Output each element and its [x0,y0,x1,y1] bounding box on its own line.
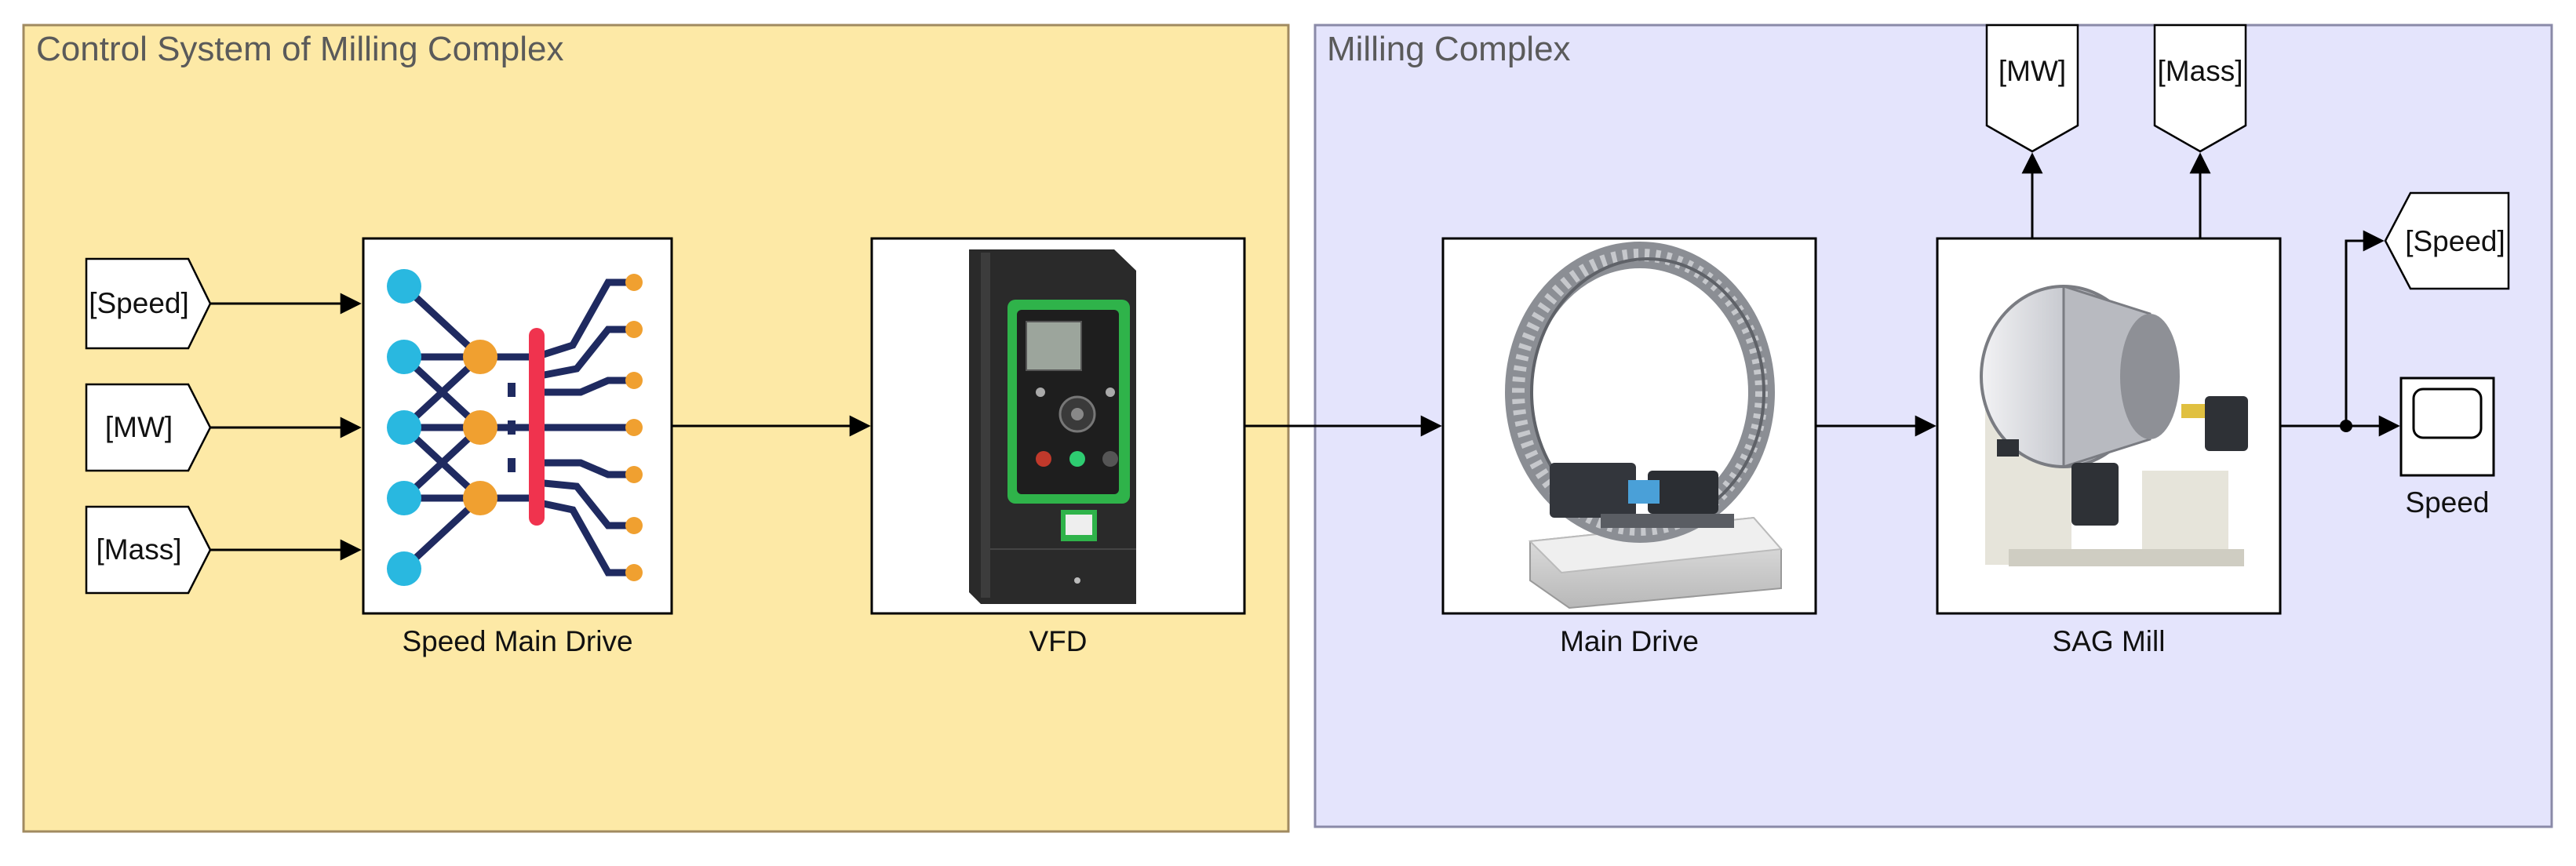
speed-main-drive-label: Speed Main Drive [402,625,633,657]
from-tag-mw-label: [MW] [104,411,173,443]
branch-junction [2340,420,2352,432]
goto-tag-mw-label: [MW] [1998,55,2067,87]
vfd-drive-icon [969,249,1136,604]
sag-mill-block[interactable] [1936,237,2282,615]
vfd-block[interactable] [870,237,1246,615]
control-system-area-title: Control System of Milling Complex [36,30,564,68]
from-tag-speed-label: [Speed] [89,287,189,319]
speed-main-drive-block[interactable] [362,237,673,615]
speed-scope-label: Speed [2405,486,2490,519]
goto-tag-speed-label: [Speed] [2405,225,2505,257]
scope-screen-icon [2412,388,2483,439]
goto-tag-mass[interactable] [2153,24,2247,153]
goto-tag-mw[interactable] [1985,24,2079,153]
speed-scope-block[interactable] [2399,377,2495,477]
nn-hidden-nodes [463,274,643,581]
nn-input-nodes [387,269,421,586]
main-drive-block[interactable] [1441,237,1817,615]
main-drive-icon [1505,242,1784,609]
from-tag-mass-label: [Mass] [96,533,182,566]
main-drive-label: Main Drive [1560,625,1699,657]
goto-tag-speed[interactable] [2384,191,2510,290]
vfd-label: VFD [1029,625,1088,657]
signal-junction-to-speed-tag [2345,230,2385,426]
goto-tag-mass-label: [Mass] [2157,55,2243,87]
sag-mill-icon [1980,284,2248,566]
from-tag-speed[interactable] [85,257,212,350]
nn-bar [529,328,545,526]
signal-lines [210,152,2400,561]
nn-dots [508,383,516,472]
from-tag-mw[interactable] [85,383,212,472]
milling-complex-area-title: Milling Complex [1327,30,1571,68]
from-tag-mass[interactable] [85,505,212,595]
sag-mill-label: SAG Mill [2052,625,2166,657]
